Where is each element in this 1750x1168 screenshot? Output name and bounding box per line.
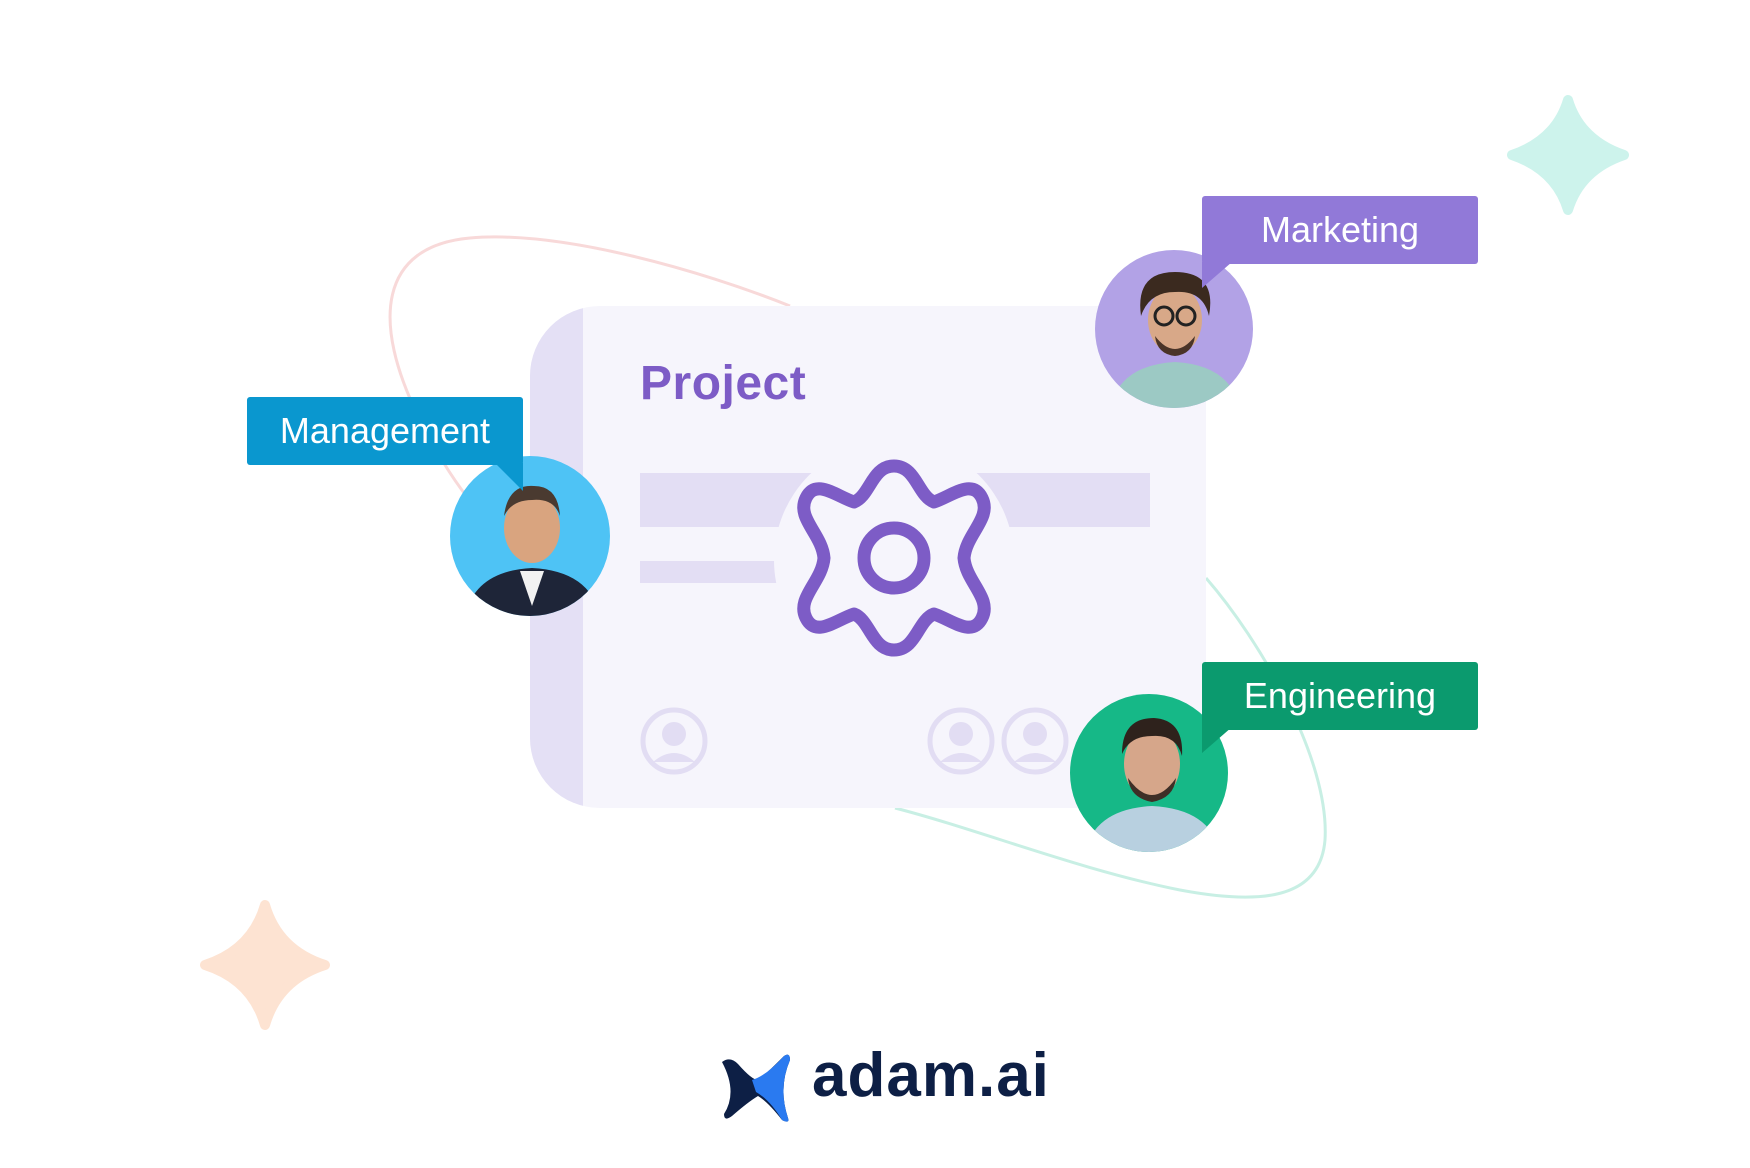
management-label: Management: [279, 410, 491, 451]
peach-sparkle-icon: [200, 900, 330, 1030]
marketing-tag-pointer: [1202, 262, 1232, 288]
management-avatar: [450, 456, 610, 616]
person-photo: [465, 485, 600, 616]
gear-backdrop: [774, 440, 1014, 680]
gear-icon: [797, 459, 991, 657]
marketing-label: Marketing: [1260, 209, 1420, 250]
pink-orbit-curve: [388, 235, 791, 562]
teal-sparkle-icon: [1507, 95, 1629, 215]
engineering-tag: Engineering: [1202, 662, 1478, 730]
person-photo: [1085, 718, 1220, 852]
project-title: Project: [640, 357, 807, 410]
marketing-tag: Marketing: [1202, 196, 1478, 264]
person-photo: [1110, 272, 1240, 408]
user-placeholder-icon: [1001, 707, 1069, 775]
marketing-avatar: [1095, 250, 1253, 408]
management-tag: Management: [247, 397, 523, 465]
placeholder-bar-short: [640, 561, 782, 583]
management-tag-pointer: [495, 463, 523, 491]
engineering-avatar: [1070, 694, 1228, 852]
adam-ai-logo-icon: [722, 1054, 790, 1122]
user-placeholder-icon: [927, 707, 995, 775]
user-placeholder-icon: [640, 707, 708, 775]
engineering-label: Engineering: [1243, 675, 1437, 716]
adam-ai-wordmark: adam.ai: [812, 1041, 1050, 1110]
engineering-tag-pointer: [1202, 727, 1232, 753]
